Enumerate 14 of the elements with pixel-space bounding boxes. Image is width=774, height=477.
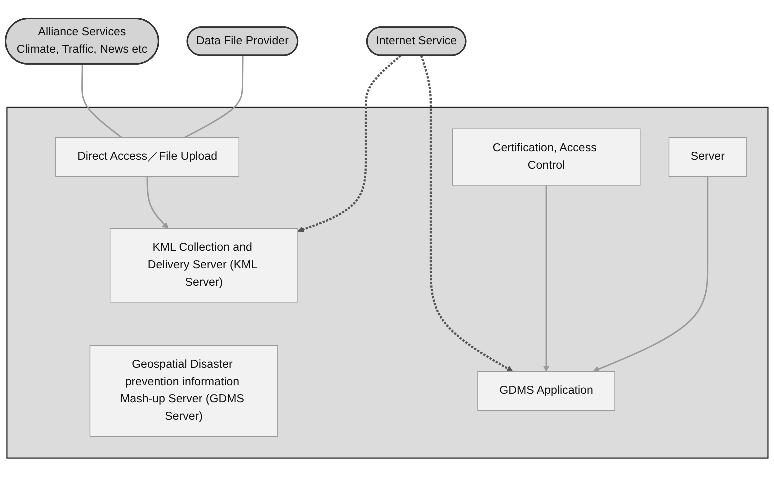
arrow [420, 56, 514, 372]
arrow [298, 55, 402, 233]
node-box: Direct Access／File Upload [56, 137, 240, 178]
node-box: GDMS Application [478, 371, 616, 412]
node-box: Certification, Access Control [452, 128, 641, 186]
node-box: Server [668, 137, 747, 178]
cluster [6, 106, 769, 459]
arrow [593, 176, 709, 372]
node-box: Geospatial Disaster prevention information Mash-up Server (GDMS Server) [90, 345, 278, 438]
connector [184, 56, 244, 138]
node-box: KML Collection and Delivery Server (KML Server) [110, 228, 298, 303]
arrow [543, 185, 550, 372]
connector [82, 64, 122, 138]
arrow [146, 176, 169, 230]
